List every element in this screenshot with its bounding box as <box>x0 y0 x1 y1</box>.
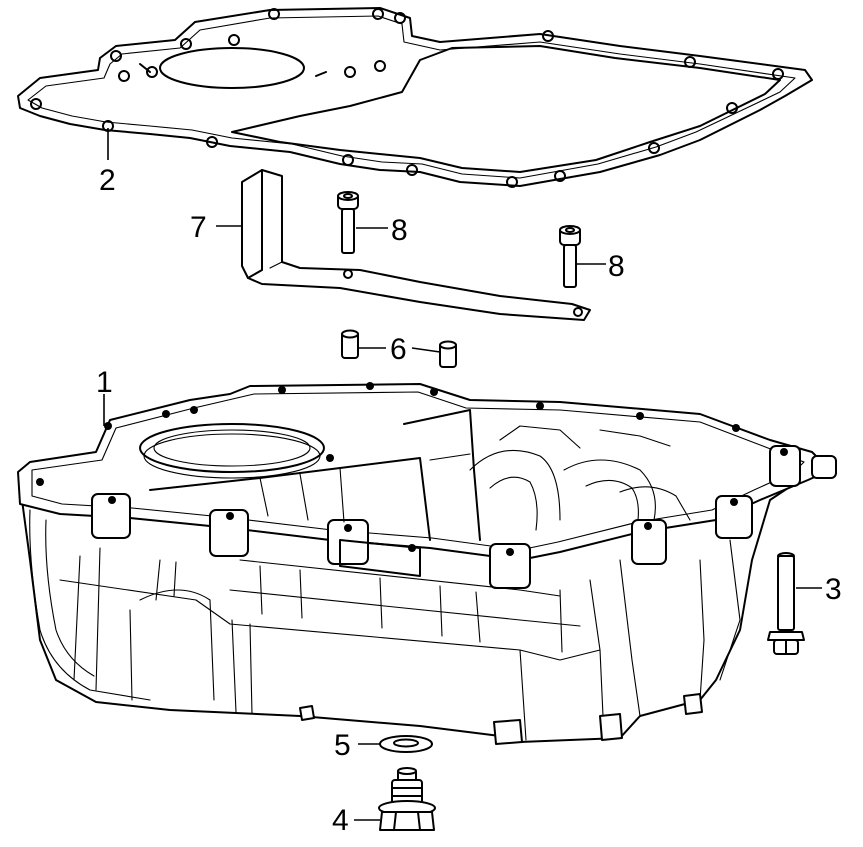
oil-pan <box>17 382 837 745</box>
callout-baffle-bracket: 7 <box>190 211 207 244</box>
callout-gasket: 2 <box>99 164 116 197</box>
leader-lines <box>103 128 822 821</box>
dowel-pins <box>341 329 457 368</box>
callout-flange-bolt: 3 <box>825 573 842 606</box>
washer <box>379 735 433 753</box>
callout-bracket-bolt-left: 8 <box>391 214 408 247</box>
callout-pan: 1 <box>96 366 113 399</box>
callout-washer: 5 <box>334 729 351 762</box>
callout-dowel-pins: 6 <box>390 333 407 366</box>
gasket <box>17 7 813 188</box>
bracket-bolt-right <box>559 225 581 288</box>
baffle-bracket <box>241 169 591 321</box>
bracket-bolt-left <box>337 191 359 254</box>
callout-bracket-bolt-right: 8 <box>608 250 625 283</box>
flange-bolt <box>767 552 805 655</box>
callout-drain-plug: 4 <box>332 804 349 837</box>
drain-plug <box>378 767 436 831</box>
